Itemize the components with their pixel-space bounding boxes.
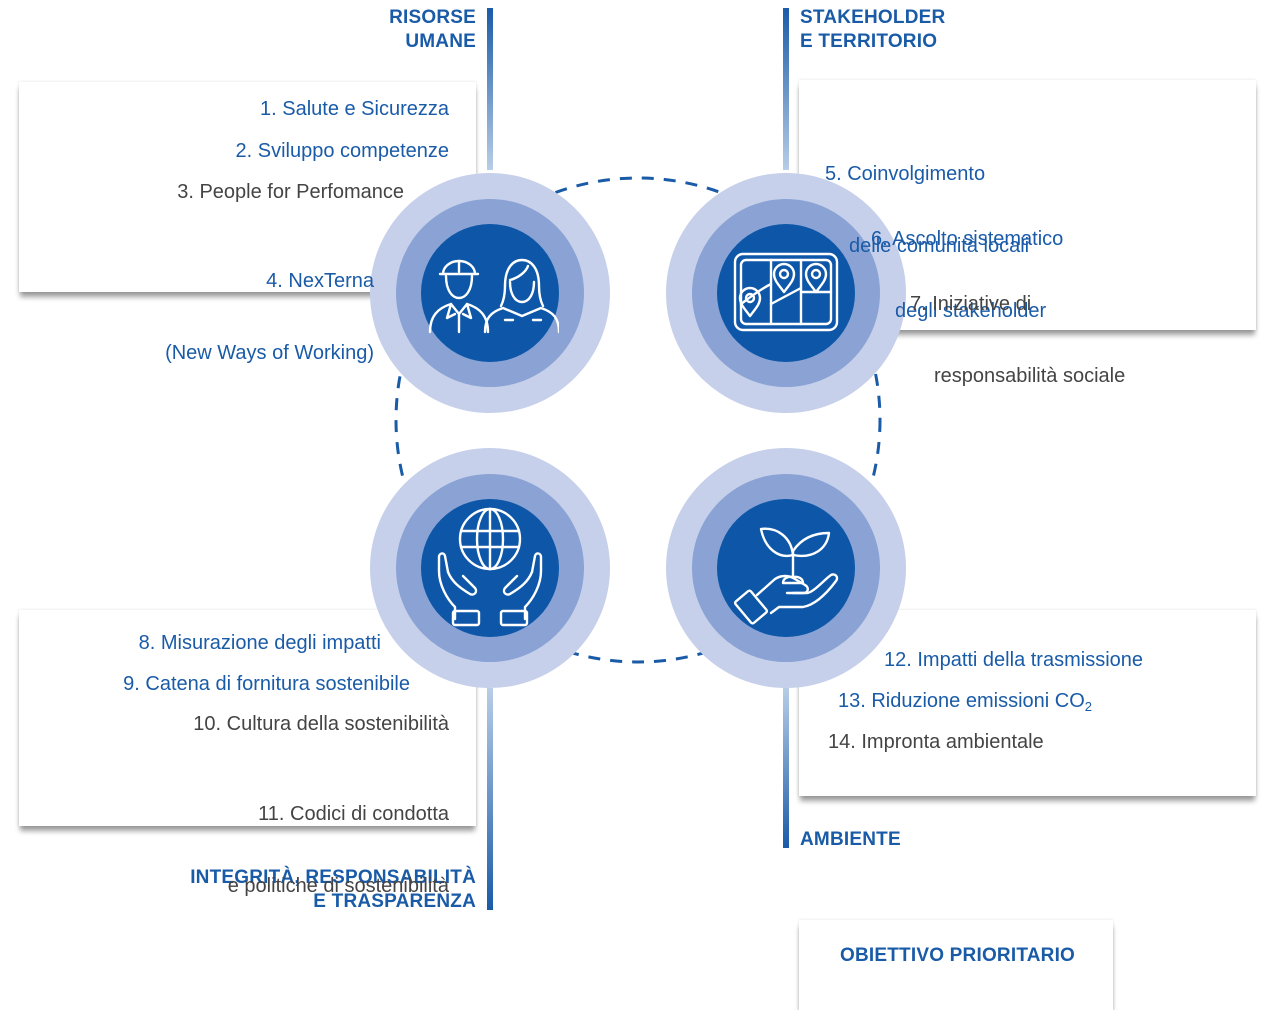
item-line: delle comunità locali (849, 235, 1030, 257)
item-12: 12. Impatti della trasmissione (884, 649, 1144, 671)
legend-label: OBIETTIVO PRIORITARIO (840, 945, 1076, 966)
area-label-line: INTEGRITÀ, RESPONSABILITÀ (190, 867, 476, 888)
item-10: 10. Cultura della sostenibilità (193, 713, 449, 735)
area-label-line: E TERRITORIO (800, 31, 938, 52)
item-subscript: 2 (1084, 699, 1093, 714)
item-2: 2. Sviluppo competenze (235, 140, 449, 162)
globe-hands-icon (437, 507, 543, 627)
item-6: 6. Ascolto sistematico degli stakeholder (871, 179, 1063, 347)
card-legend (799, 920, 1113, 1010)
item-line: e politiche di sostenibilità (227, 875, 449, 897)
item-9: 9. Catena di fornitura sostenibile (123, 673, 410, 695)
area-label-risorse-umane: RISORSE UMANE (389, 6, 476, 54)
item-text: 13. Riduzione emissioni CO (838, 690, 1085, 712)
item-13: 13. Riduzione emissioni CO2 (838, 689, 1092, 719)
map-pins-icon (733, 252, 839, 332)
area-label-ambiente: AMBIENTE (800, 829, 901, 850)
circle-ambiente-inner (717, 499, 855, 637)
item-8: 8. Misurazione degli impatti (138, 632, 381, 654)
item-line: (New Ways of Working) (165, 342, 374, 364)
item-line: 6. Ascolto sistematico (871, 228, 1064, 250)
divider-risorse-umane (487, 8, 493, 170)
area-label-stakeholder: STAKEHOLDER E TERRITORIO (800, 6, 945, 54)
item-3: 3. People for Perfomance (177, 181, 404, 203)
workers-icon (428, 258, 559, 334)
item-11: 11. Codici di condotta e politiche di so… (228, 754, 449, 922)
item-line: 4. NexTerna (266, 270, 374, 292)
item-line: 11. Codici di condotta (258, 803, 449, 825)
circle-risorse-umane-inner (421, 224, 559, 362)
area-label-line: STAKEHOLDER (800, 7, 946, 28)
divider-ambiente (783, 688, 789, 848)
area-label-line: UMANE (405, 31, 476, 52)
item-line: 7. Iniziative di (910, 293, 1032, 315)
item-4: 4. NexTerna (New Ways of Working) (165, 221, 374, 389)
item-7: 7. Iniziative di responsabilità sociale (910, 244, 1125, 412)
divider-stakeholder (783, 8, 789, 170)
divider-integrita (487, 688, 493, 910)
item-1: 1. Salute e Sicurezza (260, 98, 449, 120)
item-14: 14. Impronta ambientale (828, 731, 1044, 753)
item-line: responsabilità sociale (934, 365, 1126, 387)
item-line: 5. Coinvolgimento (825, 163, 986, 185)
item-5: 5. Coinvolgimento delle comunità locali (825, 114, 1029, 282)
item-line: degli stakeholder (895, 300, 1047, 322)
plant-hand-icon (733, 527, 839, 625)
area-label-line: E TRASPARENZA (313, 891, 476, 912)
area-label-integrita: INTEGRITÀ, RESPONSABILITÀ E TRASPARENZA (190, 866, 476, 914)
area-label-line: RISORSE (389, 7, 476, 28)
